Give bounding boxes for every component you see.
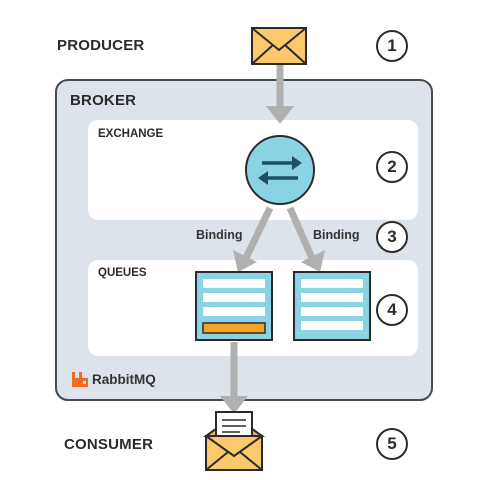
message-slot [301,307,363,316]
rabbitmq-logo-icon [72,372,88,387]
message-slot [203,293,265,302]
step-4-badge: 4 [376,294,408,326]
swap-arrows-icon [245,135,315,205]
broker-label: BROKER [70,92,137,109]
open-envelope-letter-icon [202,411,266,471]
queues-label: QUEUES [98,267,147,279]
message-slot [301,293,363,302]
step-2-badge: 2 [376,151,408,183]
arrow-queue-to-consumer [220,342,248,414]
message-highlight [202,322,266,334]
brand-label: RabbitMQ [92,372,156,387]
arrow-binding-right [286,206,325,272]
queue-left [195,271,273,341]
step-5-badge: 5 [376,428,408,460]
message-slot [203,307,265,316]
arrow-producer-to-exchange [266,64,294,124]
envelope-icon [251,27,307,65]
message-slot [301,279,363,288]
exchange-label: EXCHANGE [98,128,164,140]
producer-label: PRODUCER [57,37,145,54]
step-3-badge: 3 [376,221,408,253]
binding-right-label: Binding [313,228,360,242]
binding-left-label: Binding [196,228,243,242]
consumer-label: CONSUMER [64,436,154,453]
message-slot [301,321,363,330]
message-slot [203,279,265,288]
arrow-binding-left [233,206,274,272]
step-1-badge: 1 [376,30,408,62]
queue-right [293,271,371,341]
